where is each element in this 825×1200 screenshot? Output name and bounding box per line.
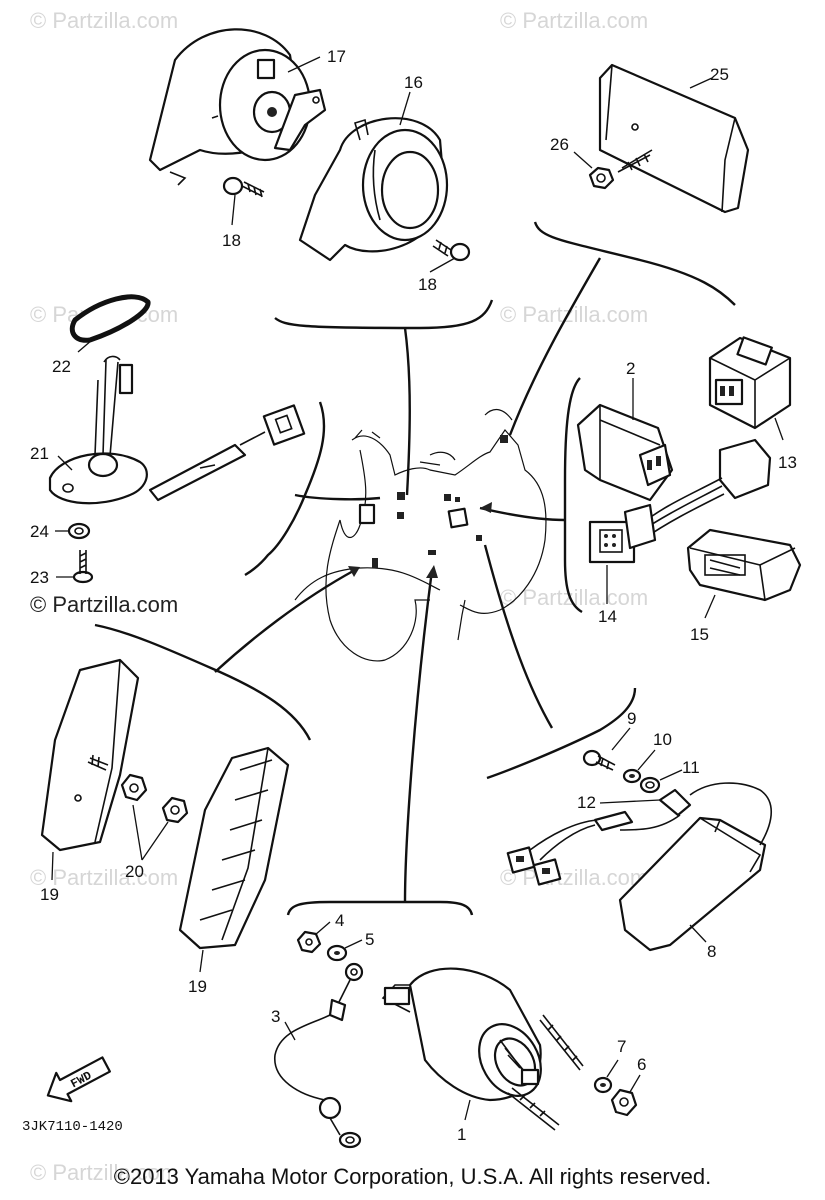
callout-8: 8 [707,942,716,961]
drawing-code: 3JK7110-1420 [22,1119,123,1135]
callout-20: 20 [125,862,144,881]
callout-25: 25 [710,65,729,84]
copyright-notice: ©2013 Yamaha Motor Corporation, U.S.A. A… [113,1164,712,1189]
regulator-8 [506,782,772,952]
washer-24 [67,522,91,540]
watermark-text: © Partzilla.com [30,1160,178,1185]
callout-7: 7 [617,1037,626,1056]
nut-4 [296,930,322,954]
relay-2 [576,403,674,502]
screw-23 [72,550,94,584]
bolt-18-left [222,176,265,198]
callout-19-left: 19 [40,885,59,904]
callout-10: 10 [653,730,672,749]
fuel-sender-21 [48,355,306,505]
callout-17: 17 [327,47,346,66]
bolt-9 [582,749,616,771]
callout-6: 6 [637,1055,646,1074]
connector-15 [686,528,802,602]
starter-relay-1 [381,967,584,1131]
watermark-text: © Partzilla.com [30,8,178,33]
watermark-text: © Partzilla.com [500,8,648,33]
callout-3: 3 [271,1007,280,1026]
callout-23: 23 [30,568,49,587]
callout-15: 15 [690,625,709,644]
callout-21: 21 [30,444,49,463]
horn-16 [298,117,449,262]
washer-7 [593,1076,613,1094]
callout-22: 22 [52,357,71,376]
washer-5 [326,944,348,962]
callout-16: 16 [404,73,423,92]
callout-2: 2 [626,359,635,378]
relay-13 [708,336,792,500]
nut-20 [120,773,189,824]
watermark-text: © Partzilla.com [500,302,648,327]
watermark-text: © Partzilla.com [30,592,178,617]
horn-17 [148,28,327,186]
cable-3 [274,962,364,1149]
bolt-18-right [432,239,471,262]
callout-13: 13 [778,453,797,472]
callout-4: 4 [335,911,344,930]
nut-26 [588,149,653,190]
fwd-arrow-icon: FWD [46,1056,111,1103]
callout-9: 9 [627,709,636,728]
nut-6 [610,1088,638,1117]
collar-11 [639,776,661,794]
reflector-plate-25 [598,63,750,214]
gasket-22 [69,294,151,343]
callout-5: 5 [365,930,374,949]
connector-14 [588,477,725,564]
reflector-19-right [178,746,290,950]
callout-1: 1 [457,1125,466,1144]
callout-12: 12 [577,793,596,812]
callout-14: 14 [598,607,617,626]
callout-26: 26 [550,135,569,154]
reflector-19-left [40,658,140,852]
watermark-text: © Partzilla.com [30,865,178,890]
callout-24: 24 [30,522,49,541]
callout-18-left: 18 [222,231,241,250]
callout-18-right: 18 [418,275,437,294]
callout-11: 11 [682,758,700,777]
washer-10 [622,768,642,784]
callout-19-right: 19 [188,977,207,996]
